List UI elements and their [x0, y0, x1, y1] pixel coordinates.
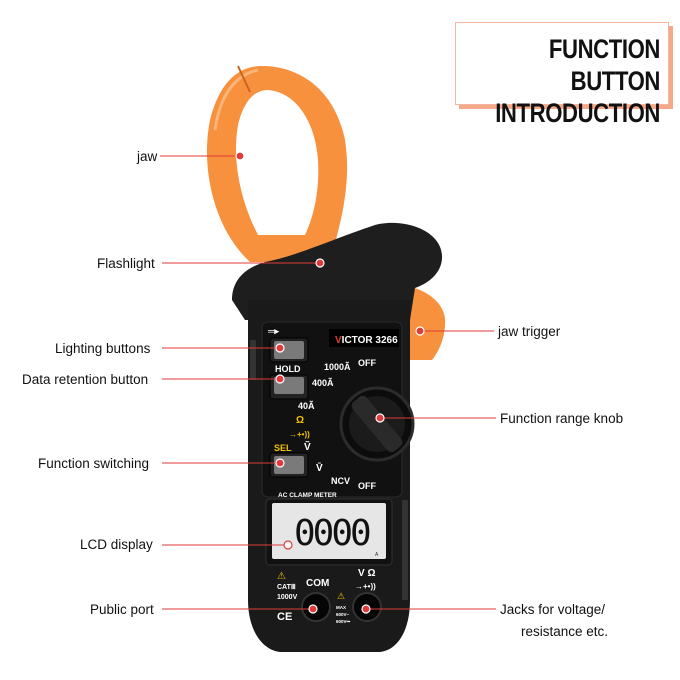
ohm-label: Ω: [296, 415, 304, 426]
max-v2: 600V⎓: [336, 619, 351, 624]
callout-flashlight: Flashlight: [97, 256, 155, 271]
sel-label: SEL: [274, 443, 292, 453]
warning-icon: ⚠: [277, 571, 286, 582]
callout-jaw-trigger: jaw trigger: [498, 324, 561, 339]
ce-mark: CE: [277, 611, 292, 623]
callout-lcd-display: LCD display: [80, 537, 153, 552]
knob-pointer: [351, 395, 403, 453]
title-box: FUNCTION BUTTON INTRODUCTION: [455, 22, 669, 128]
hold-label: HOLD: [275, 364, 301, 374]
v-ac-label: Ṽ: [304, 440, 311, 453]
meter-subtitle: AC CLAMP METER: [278, 492, 337, 499]
off-top: OFF: [358, 358, 376, 368]
flashlight-icon: ═▸: [267, 326, 279, 336]
meter-head: [232, 222, 443, 320]
jaw-highlight: [213, 68, 259, 131]
diode-buzzer-icon-jack: →+•)): [355, 582, 376, 591]
max-v1: 600V~: [336, 612, 350, 617]
v-ohm-label: V Ω: [358, 568, 375, 579]
ncv-label: NCV: [331, 476, 350, 486]
brand-logo: VICTOR 3266: [335, 335, 398, 346]
lcd-value: 0000: [294, 513, 370, 554]
v-dc-label: V̄: [316, 462, 323, 474]
range-40a: 40Ã: [298, 401, 315, 411]
brand-plate: [329, 329, 399, 347]
com-label: COM: [306, 578, 329, 589]
cat-voltage: 1000V: [277, 594, 298, 601]
callout-public-port: Public port: [90, 602, 154, 617]
callout-jacks-line1: Jacks for voltage/: [500, 602, 606, 617]
side-grip-right: [402, 500, 408, 600]
cat-label: CATⅢ: [277, 583, 296, 591]
side-grip: [250, 340, 256, 380]
callout-jacks-line2: resistance etc.: [521, 624, 609, 639]
callout-lines: [160, 155, 496, 610]
callout-dots: [235, 151, 425, 614]
title-line-2: INTRODUCTION: [495, 98, 660, 128]
title-line-1: FUNCTION BUTTON: [548, 34, 661, 96]
jaw: [206, 66, 348, 262]
callout-function-range-knob: Function range knob: [500, 411, 624, 426]
lcd-display: [272, 503, 386, 559]
lcd-unit: A: [375, 552, 379, 558]
off-bottom: OFF: [358, 481, 376, 491]
max-label: MAX: [336, 605, 346, 610]
callout-function-switching: Function switching: [38, 456, 150, 471]
callout-lighting-buttons: Lighting buttons: [55, 341, 151, 356]
callout-jaw: jaw: [137, 149, 158, 164]
callout-data-retention-button: Data retention button: [22, 372, 149, 387]
range-1000a: 1000Ã: [324, 362, 351, 372]
range-400a: 400Ã: [312, 378, 334, 388]
jaw-trigger: [405, 285, 446, 360]
diode-buzzer-icon: →+•)): [289, 430, 310, 439]
caution-icon: ⚠: [337, 591, 345, 601]
jaw-split: [237, 65, 251, 93]
